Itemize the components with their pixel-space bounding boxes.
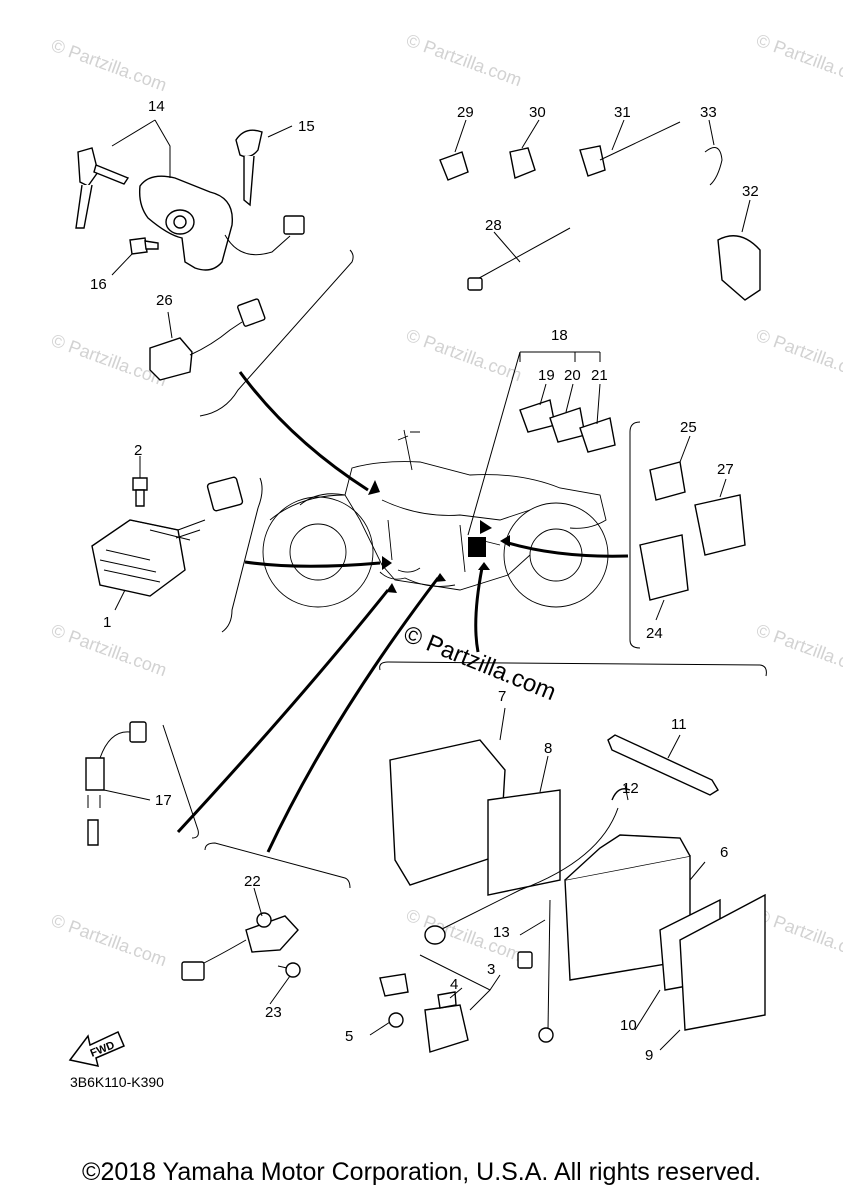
callout-32: 32	[742, 183, 759, 200]
callout-20: 20	[564, 367, 581, 384]
callout-19: 19	[538, 367, 555, 384]
callout-5: 5	[345, 1028, 353, 1045]
watermark-text: © Partzilla.com	[49, 910, 170, 970]
group-brackets	[162, 249, 767, 889]
callout-1: 1	[103, 614, 111, 631]
callout-24: 24	[646, 625, 663, 642]
diagram-code: 3B6K110-K390	[70, 1074, 164, 1090]
callout-25: 25	[680, 419, 697, 436]
callout-13: 13	[493, 924, 510, 941]
callout-11: 11	[671, 716, 687, 733]
clamp-parts	[439, 119, 761, 301]
harness-lines	[176, 371, 629, 853]
watermark-text: © Partzilla.com	[754, 325, 843, 385]
motorcycle-outline	[262, 429, 609, 608]
callout-14: 14	[148, 98, 165, 115]
main-switch-assembly	[75, 119, 305, 276]
callout-28: 28	[485, 217, 502, 234]
callout-18: 18	[551, 327, 568, 344]
callout-33: 33	[700, 104, 717, 121]
callout-9: 9	[645, 1047, 653, 1064]
harness-markers	[368, 480, 510, 593]
watermark-text: © Partzilla.com	[754, 30, 843, 90]
callout-7: 7	[498, 688, 506, 705]
callout-27: 27	[717, 461, 734, 478]
copyright-notice: ©2018 Yamaha Motor Corporation, U.S.A. A…	[82, 1158, 761, 1186]
part-1-regulator	[91, 456, 244, 611]
callout-29: 29	[457, 104, 474, 121]
callout-2: 2	[134, 442, 142, 459]
fuse-parts	[519, 383, 616, 453]
callout-22: 22	[244, 873, 261, 890]
fwd-arrow: FWD	[68, 1030, 125, 1067]
right-relay-parts	[639, 435, 746, 621]
callout-17: 17	[155, 792, 172, 809]
callout-12: 12	[622, 780, 639, 797]
callout-numbers: 1 2 3 4 5 6 7 8 9 10 11 12 13 14 15 16 1…	[90, 98, 759, 1064]
callout-31: 31	[614, 104, 631, 121]
callout-10: 10	[620, 1017, 637, 1034]
fwd-label: FWD	[89, 1039, 117, 1060]
watermark-text: © Partzilla.com	[404, 30, 525, 90]
part-17-sensor	[85, 721, 151, 846]
callout-3: 3	[487, 961, 495, 978]
part-22-switch	[181, 887, 301, 1005]
callout-8: 8	[544, 740, 552, 757]
callout-23: 23	[265, 1004, 282, 1021]
battery-group	[369, 707, 766, 1053]
watermark-text: © Partzilla.com	[49, 35, 170, 95]
watermark-text: © Partzilla.com	[754, 905, 843, 965]
callout-4: 4	[450, 976, 458, 993]
watermark-text: © Partzilla.com	[404, 325, 525, 385]
callout-30: 30	[529, 104, 546, 121]
part-26-relay	[149, 298, 266, 381]
callout-6: 6	[720, 844, 728, 861]
callout-21: 21	[591, 367, 608, 384]
callout-15: 15	[298, 118, 315, 135]
watermark-text: © Partzilla.com	[754, 620, 843, 680]
callout-26: 26	[156, 292, 173, 309]
callout-16: 16	[90, 276, 107, 293]
